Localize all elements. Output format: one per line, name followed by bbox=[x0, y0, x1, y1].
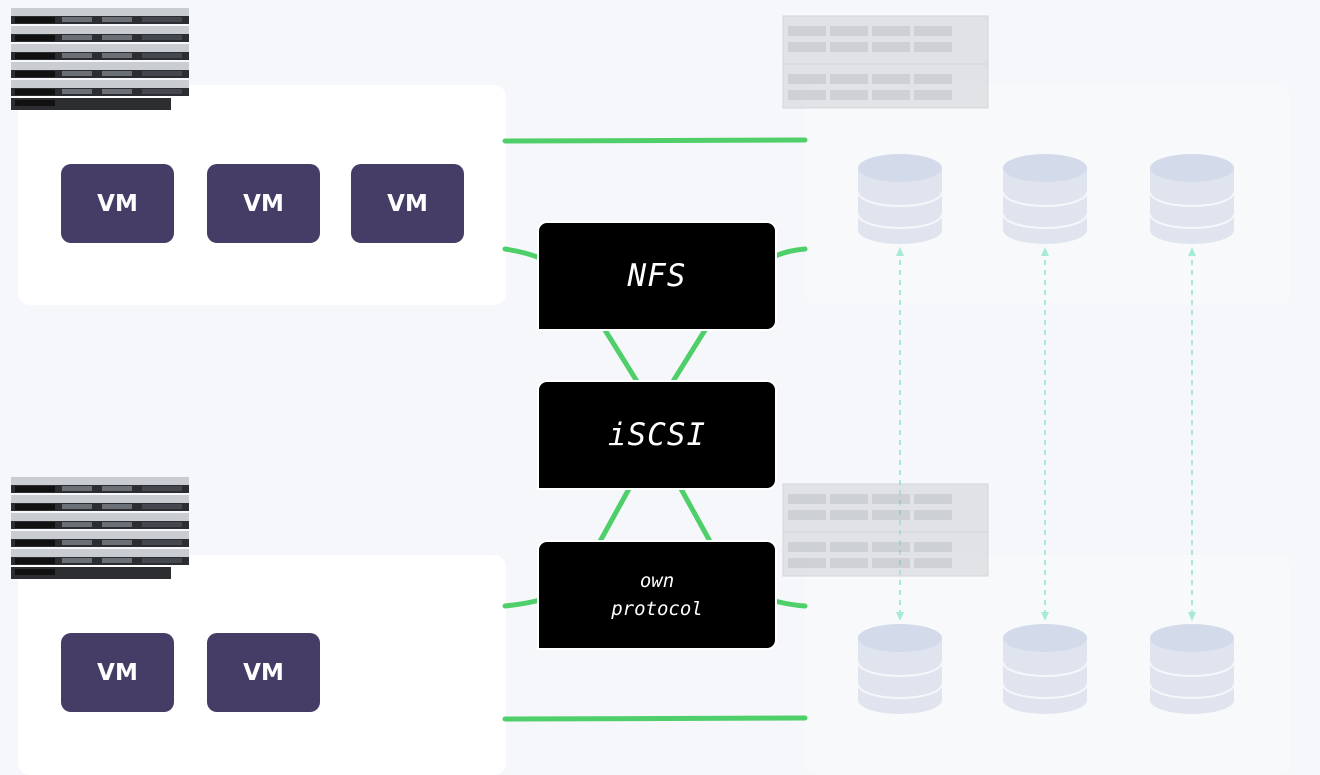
database-disk-icon bbox=[1002, 624, 1088, 714]
link-nfs-iscsi-a bbox=[602, 327, 641, 386]
vm-top-2[interactable]: VM bbox=[207, 164, 320, 243]
link-top-left-to-nfs bbox=[502, 246, 543, 261]
rack-server-stack-icon bbox=[11, 477, 189, 579]
protocol-own-label-line2: protocol bbox=[611, 598, 703, 620]
protocol-iscsi[interactable]: iSCSI bbox=[537, 380, 777, 490]
protocol-own-label-line1: own bbox=[639, 570, 675, 592]
protocol-own[interactable]: own protocol bbox=[537, 540, 777, 650]
database-disk-icon bbox=[857, 624, 943, 714]
link-top-direct bbox=[502, 137, 808, 144]
link-iscsi-own-b bbox=[677, 484, 715, 548]
link-bottom-left-to-own bbox=[502, 597, 543, 609]
vm-top-1[interactable]: VM bbox=[61, 164, 174, 243]
vm-bottom-2[interactable]: VM bbox=[207, 633, 320, 712]
storage-server-icon bbox=[782, 15, 989, 109]
link-iscsi-own-a bbox=[595, 484, 633, 548]
database-disk-icon bbox=[857, 154, 943, 244]
storage-server-icon bbox=[782, 483, 989, 577]
protocol-nfs[interactable]: NFS bbox=[537, 221, 777, 331]
database-disk-icon bbox=[1002, 154, 1088, 244]
link-bottom-direct bbox=[502, 715, 808, 722]
database-disk-icon bbox=[1149, 624, 1235, 714]
database-disk-icon bbox=[1149, 154, 1235, 244]
link-nfs-to-top-right bbox=[772, 246, 808, 259]
rack-server-stack-icon bbox=[11, 8, 189, 110]
link-nfs-iscsi-b bbox=[669, 327, 708, 386]
link-own-to-bottom-right bbox=[772, 598, 808, 609]
protocol-nfs-label: NFS bbox=[627, 258, 687, 294]
vm-bottom-1[interactable]: VM bbox=[61, 633, 174, 712]
protocol-iscsi-label: iSCSI bbox=[607, 417, 707, 453]
vm-top-3[interactable]: VM bbox=[351, 164, 464, 243]
